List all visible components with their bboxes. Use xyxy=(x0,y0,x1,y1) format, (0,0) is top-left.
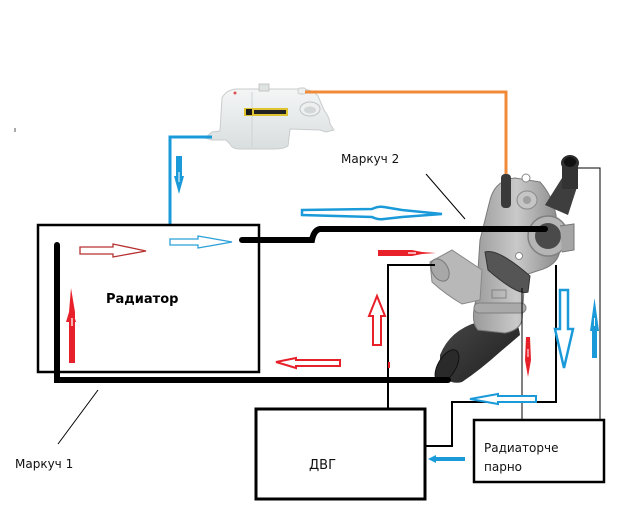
arrow-engine-left-in xyxy=(428,455,465,463)
arrow-bottom-left xyxy=(275,356,341,370)
thermostat-to-engine-line xyxy=(387,264,435,408)
engine-label: ДВГ xyxy=(309,458,336,473)
radiator-box xyxy=(36,223,261,374)
expansion-tank xyxy=(203,83,335,150)
arrow-heater-up xyxy=(590,298,599,358)
heater-return-line xyxy=(425,265,557,447)
hose1-callout-line xyxy=(57,389,99,445)
arrow-radiator-left-up xyxy=(66,288,76,363)
arrow-radiator-top-tank xyxy=(169,235,233,249)
arrow-hose2-right xyxy=(300,205,443,221)
engine-box xyxy=(254,407,427,501)
arrow-thermo-left-hot xyxy=(378,250,436,256)
arrow-thermo-down-hot xyxy=(525,337,531,377)
arrow-radiator-top-in xyxy=(79,243,147,258)
radiator-label: Радиатор xyxy=(106,292,178,307)
arrow-engine-up xyxy=(367,293,387,346)
thermostat-housing xyxy=(429,155,579,383)
tank-to-radiator-line xyxy=(168,135,212,225)
heater-core-box xyxy=(472,418,606,484)
hose2-callout-line xyxy=(425,173,466,220)
hose-1 xyxy=(54,242,451,383)
arrow-heater-return-down xyxy=(553,288,575,369)
heater-top-line xyxy=(578,167,601,420)
hose1-label: Маркуч 1 xyxy=(15,457,73,471)
heater-label-line1: Радиаторче xyxy=(484,441,558,455)
arrow-heater-left xyxy=(469,392,537,406)
arrow-tank-down xyxy=(174,156,184,194)
heater-label-line2: парно xyxy=(484,460,522,474)
hose-2 xyxy=(239,226,548,243)
overflow-line xyxy=(305,90,508,178)
hose2-label: Маркуч 2 xyxy=(341,152,399,166)
